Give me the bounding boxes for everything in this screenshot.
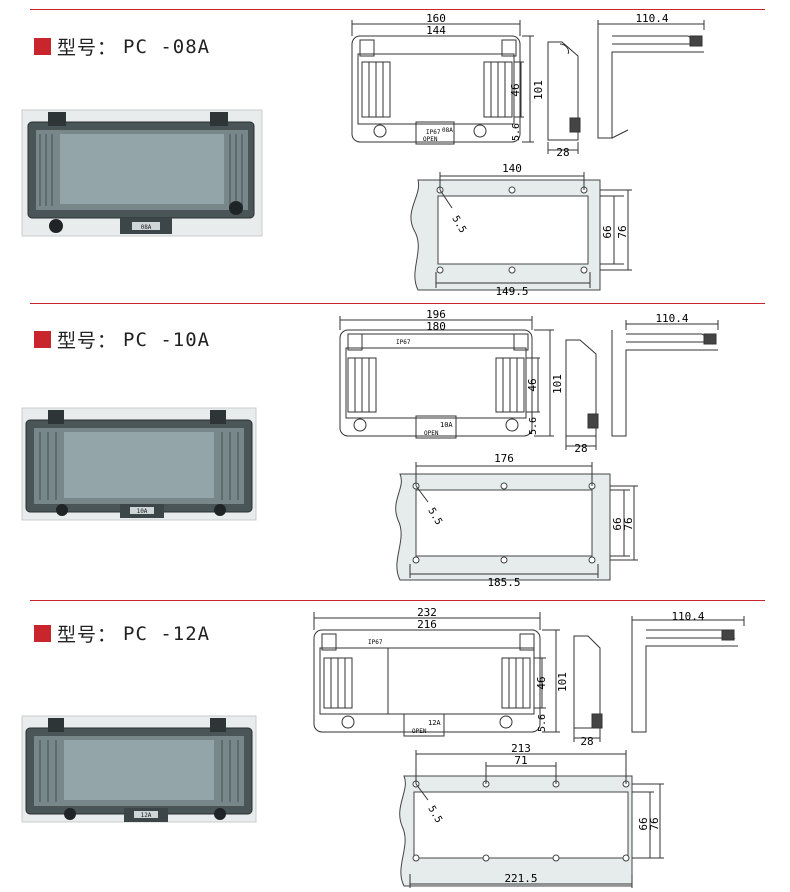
ip-label: IP67	[396, 339, 411, 346]
model-title: 型号： PC -08A	[34, 33, 210, 60]
dim-inner-width: 180	[426, 320, 446, 333]
dim-bottom: 5.6	[537, 714, 548, 732]
dim-hole-diameter: 5.5	[449, 214, 468, 235]
product-photo: 08A	[21, 109, 263, 237]
dim-height-inner: 46	[509, 83, 522, 96]
dim-cutout-height-inner: 66	[637, 817, 650, 830]
model-title: 型号： PC -10A	[34, 326, 210, 353]
dim-inner-width: 216	[417, 618, 437, 631]
dim-cutout-height-outer: 76	[616, 225, 629, 238]
dim-depth: 28	[580, 735, 593, 748]
model-label-prefix: 型号：	[57, 330, 118, 352]
ip-label: IP67	[426, 129, 441, 136]
dim-height-inner: 46	[535, 676, 548, 689]
dim-height-outer: 101	[551, 374, 564, 394]
photo-model-label: 08A	[141, 224, 152, 231]
dim-profile-length: 110.4	[671, 610, 704, 623]
dim-depth: 28	[574, 442, 587, 455]
model-number: PC -12A	[123, 622, 211, 645]
model-title: 型号： PC -12A	[34, 620, 210, 647]
dim-height-outer: 101	[532, 80, 545, 100]
technical-drawing	[313, 612, 745, 888]
product-photo: 12A	[21, 715, 257, 823]
dim-hole-spacing: 176	[494, 452, 514, 465]
photo-model-label: 10A	[137, 508, 148, 515]
product-photo: 10A	[21, 407, 257, 521]
model-label-prefix: 型号：	[57, 624, 118, 646]
dim-height-outer: 101	[556, 672, 569, 692]
model-label-prefix: 型号：	[57, 37, 118, 59]
dim-profile-length: 110.4	[655, 312, 688, 325]
photo-model-label: 12A	[141, 812, 152, 819]
dim-hole-spacing: 213	[511, 742, 531, 755]
open-label: OPEN	[423, 136, 438, 143]
badge-label: 10A	[440, 421, 453, 429]
technical-drawing	[351, 20, 705, 291]
open-label: OPEN	[424, 430, 439, 437]
dim-inner-width: 144	[426, 24, 446, 37]
dim-cutout-height-outer: 76	[622, 517, 635, 530]
dim-cutout-height-outer: 76	[648, 817, 661, 830]
dim-cutout-width: 221.5	[504, 872, 537, 885]
dim-hole-spacing-mid: 71	[514, 754, 527, 767]
dim-cutout-height-inner: 66	[611, 517, 624, 530]
dim-outer-width: 196	[426, 308, 446, 321]
dim-profile-length: 110.4	[635, 12, 668, 25]
badge-label: 08A	[442, 127, 453, 134]
section-divider	[30, 600, 765, 601]
bullet-square	[34, 38, 51, 55]
bullet-square	[34, 331, 51, 348]
section-divider	[30, 303, 765, 304]
dim-cutout-height-inner: 66	[601, 225, 614, 238]
technical-drawing	[339, 316, 719, 581]
ip-label: IP67	[368, 639, 383, 646]
dim-outer-width: 232	[417, 606, 437, 619]
dim-height-inner: 46	[526, 378, 539, 391]
dimension-labels: 160 144 101 46 5.6 28 110.4 140 149.5 76…	[423, 12, 669, 298]
model-number: PC -10A	[123, 328, 211, 351]
dim-bottom: 5.6	[511, 123, 522, 141]
dim-bottom: 5.6	[528, 417, 539, 435]
dim-hole-diameter: 5.5	[425, 506, 444, 527]
dim-hole-spacing: 140	[502, 162, 522, 175]
dimension-labels: 196 180 101 46 5.6 28 110.4 176 185.5 76…	[396, 308, 689, 589]
open-label: OPEN	[412, 728, 427, 735]
section-divider	[30, 9, 765, 10]
dim-cutout-width: 185.5	[487, 576, 520, 589]
model-number: PC -08A	[123, 35, 211, 58]
dim-cutout-width: 149.5	[495, 285, 528, 298]
dim-outer-width: 160	[426, 12, 446, 25]
dim-hole-diameter: 5.5	[425, 804, 444, 825]
badge-label: 12A	[428, 719, 441, 727]
dim-depth: 28	[556, 146, 569, 159]
bullet-square	[34, 625, 51, 642]
dimension-labels: 232 216 101 46 5.6 28 110.4 213 71 221.5…	[368, 606, 705, 885]
